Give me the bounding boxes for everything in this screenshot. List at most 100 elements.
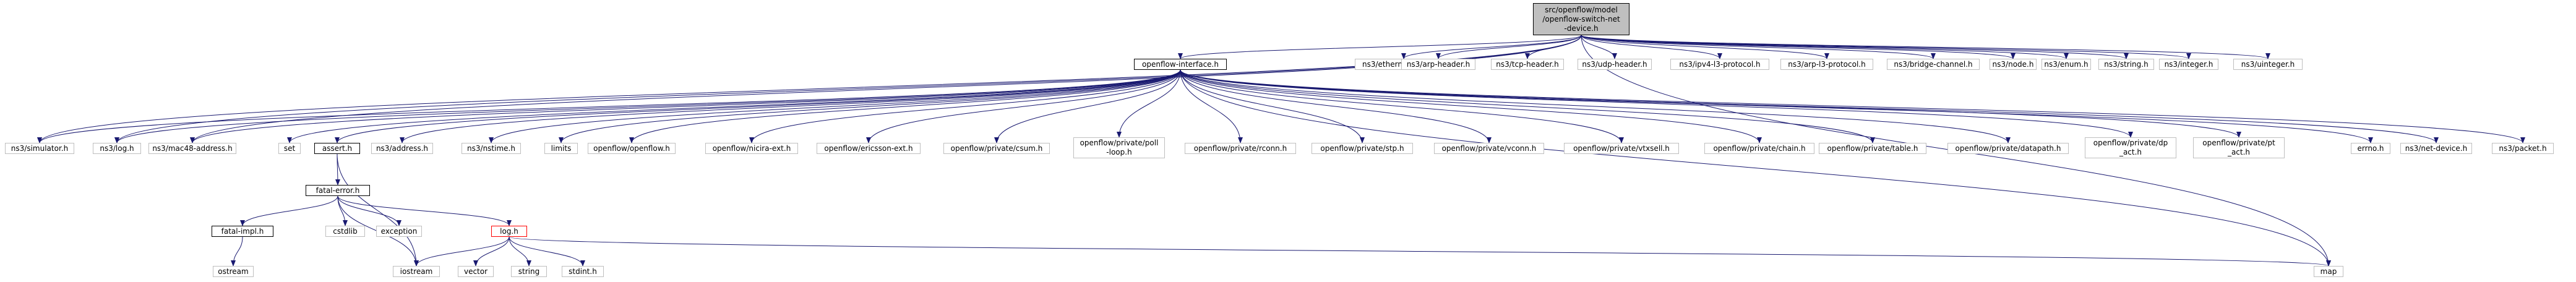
node-udph: ns3/udp-header.h xyxy=(1578,59,1652,70)
node-node: ns3/node.h xyxy=(1990,59,2037,70)
node-dpact: openflow/private/dp _act.h xyxy=(2085,137,2176,158)
node-packet: ns3/packet.h xyxy=(2492,143,2554,154)
edge-ofi-to-csum xyxy=(994,69,1181,143)
edge-ofi-to-log3 xyxy=(114,69,1181,143)
edge-root-to-log3 xyxy=(114,35,1582,143)
edge-ofi-to-ericsson xyxy=(866,69,1181,143)
node-csum: openflow/private/csum.h xyxy=(943,143,1050,154)
node-errno: errno.h xyxy=(2351,143,2390,154)
edge-ofi-to-set xyxy=(287,69,1181,143)
edge-ofi-to-poll xyxy=(1117,69,1181,138)
node-address: ns3/address.h xyxy=(371,143,433,154)
edge-ofi-to-nstime xyxy=(489,69,1181,143)
node-enum: ns3/enum.h xyxy=(2041,59,2091,70)
edge-fatalerr-to-logh xyxy=(337,195,512,226)
node-logh[interactable]: log.h xyxy=(491,226,527,237)
node-datapath: openflow/private/datapath.h xyxy=(1947,143,2069,154)
node-map: map xyxy=(2314,266,2343,277)
node-poll: openflow/private/poll -loop.h xyxy=(1073,137,1165,158)
edge-ofi-to-mac48 xyxy=(190,69,1181,143)
node-nstime: ns3/nstime.h xyxy=(462,143,521,154)
node-integer: ns3/integer.h xyxy=(2159,59,2218,70)
edge-layer xyxy=(37,35,2525,267)
node-table: openflow/private/table.h xyxy=(1819,143,1926,154)
edge-ofi-to-datapath xyxy=(1180,69,2011,143)
edge-ofi-to-vconn xyxy=(1180,69,1492,143)
edge-root-to-udph xyxy=(1581,35,1617,59)
edge-root-to-arph xyxy=(1436,35,1582,59)
edge-ofi-to-netdev xyxy=(1180,69,2439,143)
edge-root-to-mac48 xyxy=(190,35,1582,143)
node-uinteger: ns3/uinteger.h xyxy=(2233,59,2303,70)
edge-root-to-string xyxy=(1581,35,2129,59)
node-ipv4l3: ns3/ipv4-l3-protocol.h xyxy=(1670,59,1769,70)
edge-fatalimpl-to-ostream xyxy=(231,236,243,267)
edge-root-to-integer xyxy=(1581,35,2191,59)
node-stdint: stdint.h xyxy=(562,266,604,277)
edge-logh-to-stdint xyxy=(509,236,585,267)
node-exception: exception xyxy=(376,226,422,237)
edge-ofi-to-nicira xyxy=(749,69,1181,143)
node-vtxsell: openflow/private/vtxsell.h xyxy=(1564,143,1679,154)
node-nicira: openflow/nicira-ext.h xyxy=(705,143,798,154)
node-string: ns3/string.h xyxy=(2098,59,2154,70)
edge-ofi-to-table xyxy=(1180,69,1875,143)
edge-assert-to-iostream xyxy=(337,153,419,267)
node-rconn: openflow/private/rconn.h xyxy=(1185,143,1296,154)
node-root: src/openflow/model /openflow-switch-net … xyxy=(1533,3,1629,35)
edge-fatalerr-to-exception xyxy=(337,195,401,226)
edge-ofi-to-dpact xyxy=(1180,69,2133,138)
node-ofof: openflow/openflow.h xyxy=(588,143,676,154)
node-set: set xyxy=(278,143,301,154)
edge-root-to-ofi xyxy=(1178,35,1582,59)
node-fatalimpl[interactable]: fatal-impl.h xyxy=(212,226,273,237)
edge-fatalerr-to-fatalimpl xyxy=(240,195,338,226)
edge-logh-to-string2 xyxy=(509,236,531,267)
edge-ofi-to-map xyxy=(1180,69,2331,267)
node-ofi[interactable]: openflow-interface.h xyxy=(1134,59,1227,70)
edge-root-to-simulator xyxy=(37,35,1582,143)
edge-root-to-ipv4l3 xyxy=(1581,35,1722,59)
edge-logh-to-vector xyxy=(473,236,510,267)
node-ptact: openflow/private/pt _act.h xyxy=(2193,137,2285,158)
edge-ofi-to-simulator xyxy=(37,69,1181,143)
node-netdev: ns3/net-device.h xyxy=(2400,143,2472,154)
node-ericsson: openflow/ericsson-ext.h xyxy=(817,143,921,154)
node-stp: openflow/private/stp.h xyxy=(1312,143,1413,154)
node-assert[interactable]: assert.h xyxy=(314,143,360,154)
edge-logh-to-iostream xyxy=(414,236,510,267)
node-arph: ns3/arp-header.h xyxy=(1401,59,1475,70)
node-vconn: openflow/private/vconn.h xyxy=(1434,143,1544,154)
node-vector: vector xyxy=(458,266,494,277)
edge-ofi-to-vtxsell xyxy=(1180,69,1624,143)
edge-ofi-to-chain xyxy=(1180,69,1762,143)
node-simulator: ns3/simulator.h xyxy=(5,143,74,154)
node-log3: ns3/log.h xyxy=(93,143,141,154)
edge-ofi-to-address xyxy=(400,69,1181,143)
edge-root-to-eth xyxy=(1401,35,1582,59)
node-mac48: ns3/mac48-address.h xyxy=(148,143,236,154)
node-chain: openflow/private/chain.h xyxy=(1704,143,1814,154)
node-arpl3: ns3/arp-l3-protocol.h xyxy=(1780,59,1873,70)
edge-root-to-uinteger xyxy=(1581,35,2270,59)
edge-root-to-bridge xyxy=(1581,35,1936,59)
edge-logh-to-map xyxy=(509,236,2330,267)
edge-ofi-to-ofof xyxy=(629,69,1181,143)
node-iostream: iostream xyxy=(393,266,440,277)
edge-ofi-to-assert xyxy=(335,69,1181,143)
edge-ofi-to-errno xyxy=(1180,69,2373,143)
edge-ofi-to-limits xyxy=(559,69,1181,143)
edge-root-to-arpl3 xyxy=(1581,35,1829,59)
node-cstdlib: cstdlib xyxy=(325,226,365,237)
node-tcph: ns3/tcp-header.h xyxy=(1491,59,1564,70)
node-string2: string xyxy=(511,266,547,277)
node-fatalerr[interactable]: fatal-error.h xyxy=(306,185,370,196)
node-bridge: ns3/bridge-channel.h xyxy=(1887,59,1980,70)
edge-ofi-to-rconn xyxy=(1180,69,1243,143)
edge-ofi-to-packet xyxy=(1180,69,2525,143)
edge-root-to-node xyxy=(1581,35,2016,59)
node-limits: limits xyxy=(544,143,578,154)
node-ostream: ostream xyxy=(213,266,254,277)
edge-ofi-to-stp xyxy=(1180,69,1365,143)
